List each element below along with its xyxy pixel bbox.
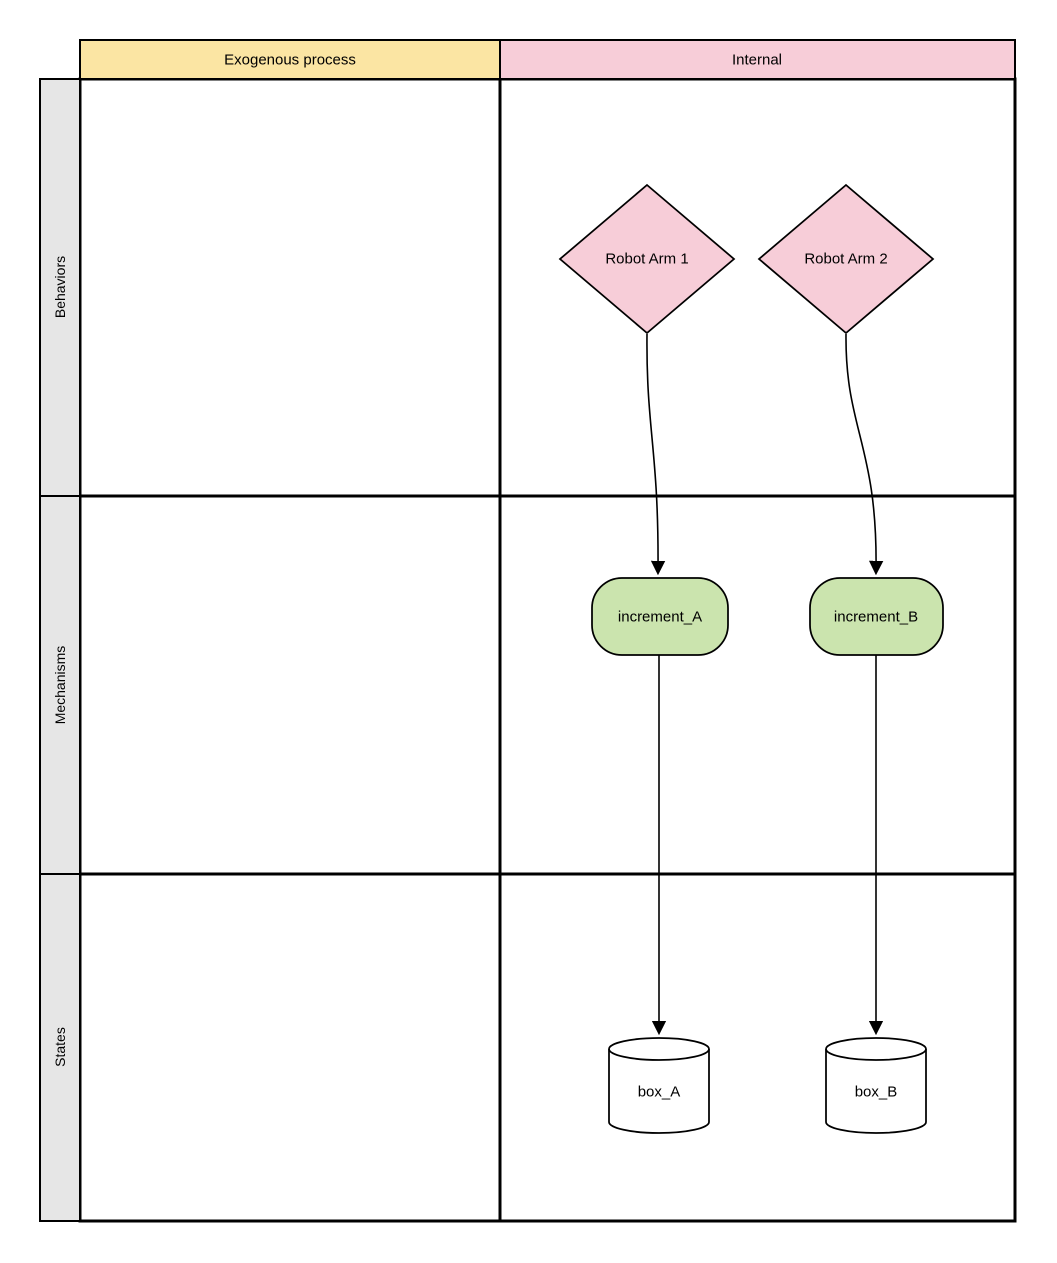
row-header-mechanisms-bg <box>39 495 81 875</box>
diamond-shape[interactable] <box>757 183 935 335</box>
node-increment-b[interactable]: increment_B <box>809 577 944 656</box>
column-header-exogenous: Exogenous process <box>79 39 501 80</box>
row-header-states: States <box>39 873 81 1222</box>
node-label: box_B <box>855 1084 898 1101</box>
column-header-exogenous-bg <box>79 39 501 80</box>
node-label: increment_A <box>618 609 702 626</box>
node-increment-a[interactable]: increment_A <box>591 577 729 656</box>
rounded-rectangle-shape[interactable] <box>591 577 729 656</box>
node-robot-arm-1[interactable]: Robot Arm 1 <box>558 183 736 335</box>
column-header-internal: Internal <box>499 39 1016 80</box>
cylinder-rim <box>608 1048 710 1061</box>
node-box-a[interactable]: box_A <box>608 1037 710 1134</box>
cylinder-shape[interactable] <box>825 1037 927 1134</box>
column-header-exogenous-label: Exogenous process <box>224 52 356 69</box>
edge-robot-arm-1-to-increment-a[interactable] <box>646 333 666 576</box>
edges <box>646 333 884 1036</box>
column-header-internal-bg <box>499 39 1016 80</box>
row-header-behaviors: Behaviors <box>39 78 81 497</box>
row-header-states-bg <box>39 873 81 1222</box>
node-label: Robot Arm 1 <box>605 251 688 268</box>
diamond-shape[interactable] <box>558 183 736 335</box>
node-robot-arm-2[interactable]: Robot Arm 2 <box>757 183 935 335</box>
node-label: Robot Arm 2 <box>804 251 887 268</box>
rounded-rectangle-shape[interactable] <box>809 577 944 656</box>
edge-robot-arm-2-to-increment-b[interactable] <box>845 333 884 576</box>
row-header-states-label: States <box>52 1027 68 1067</box>
row-header-mechanisms-label: Mechanisms <box>52 646 68 725</box>
row-header-mechanisms: Mechanisms <box>39 495 81 875</box>
row-header-behaviors-label: Behaviors <box>52 256 68 318</box>
node-label: increment_B <box>834 609 918 626</box>
column-header-internal-label: Internal <box>732 52 782 69</box>
row-header-behaviors-bg <box>39 78 81 497</box>
cylinder-rim <box>825 1048 927 1061</box>
node-label: box_A <box>638 1084 681 1101</box>
cylinder-shape[interactable] <box>608 1037 710 1134</box>
node-box-b[interactable]: box_B <box>825 1037 927 1134</box>
